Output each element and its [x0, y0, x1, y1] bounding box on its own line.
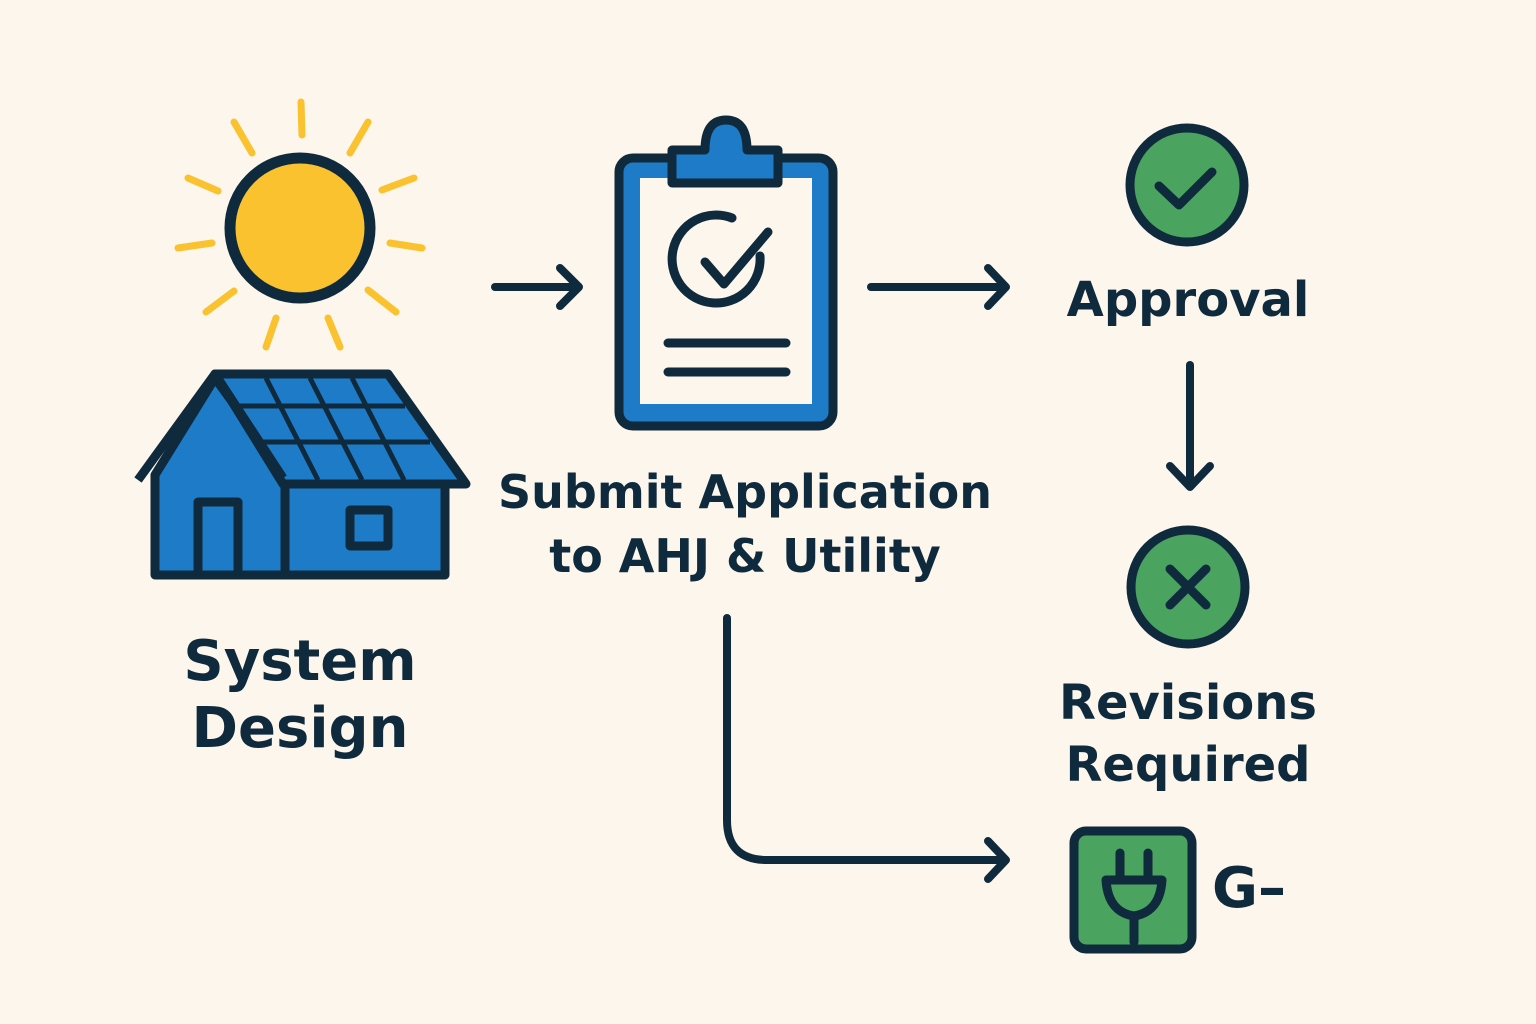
arrow-approval-to-revisions	[1166, 361, 1214, 491]
label-line: Submit Application	[498, 465, 992, 519]
house-solar-icon	[134, 369, 471, 580]
check-circle-icon	[1125, 123, 1249, 247]
arrow-design-to-submit	[491, 264, 583, 310]
label-line: Required	[1065, 737, 1311, 794]
system-design-label: System Design	[150, 628, 450, 762]
revisions-required-label: Revisions Required	[1040, 672, 1336, 797]
label-line: Revisions	[1059, 675, 1317, 731]
label-line: to AHJ & Utility	[549, 529, 941, 584]
clipboard-check-icon	[614, 115, 838, 431]
arrow-submit-to-interconnection	[723, 614, 1010, 883]
sun-icon	[174, 98, 426, 351]
submit-application-label: Submit Application to AHJ & Utility	[480, 460, 1010, 589]
label-line: Design	[191, 696, 409, 762]
arrow-submit-to-approval	[867, 264, 1010, 310]
label-line: System	[183, 629, 417, 694]
x-circle-icon	[1126, 525, 1250, 649]
approval-label: Approval	[1066, 272, 1310, 328]
plug-icon	[1069, 826, 1197, 954]
interconnection-label: G–	[1212, 856, 1286, 921]
